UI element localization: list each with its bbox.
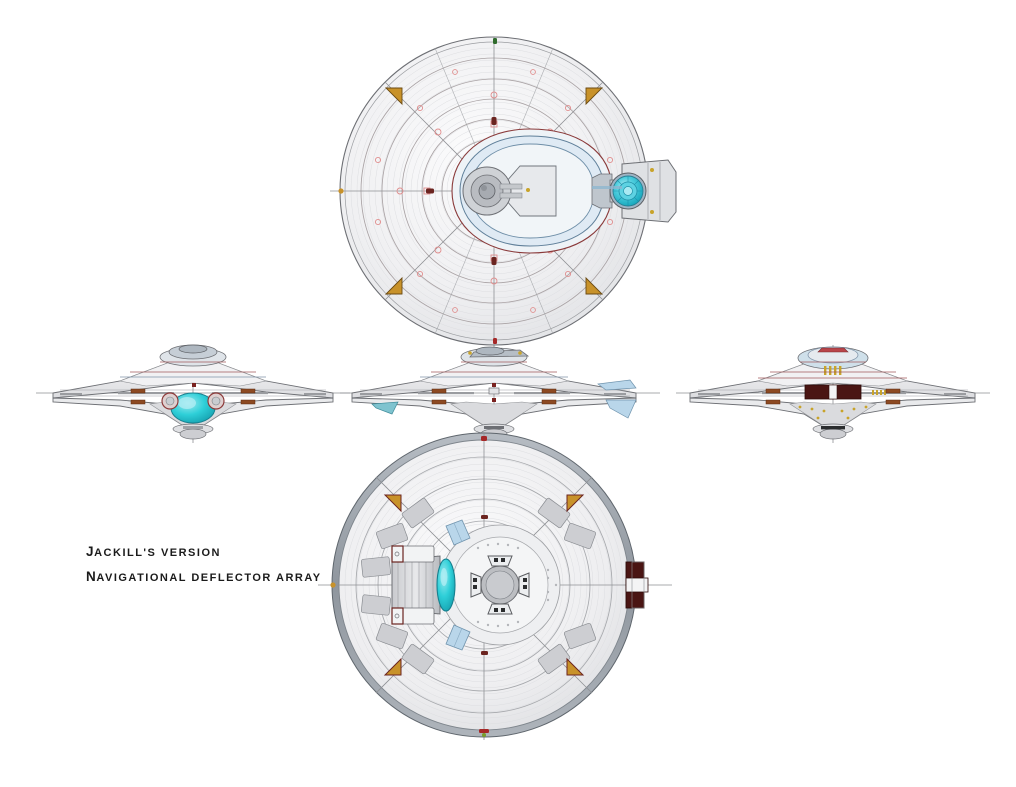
side-aft-pylons (371, 379, 637, 419)
side-wing-nubs (431, 383, 557, 405)
caption-title-lead: N (86, 569, 97, 584)
caption-version-rest: ACKILL'S VERSION (94, 547, 221, 559)
bottom-deflector-assembly (391, 545, 456, 625)
caption-title-rest: AVIGATIONAL DEFLECTOR ARRAY (96, 572, 322, 584)
bottom-axial-nubs (330, 436, 489, 737)
front-bridge-dome (159, 344, 227, 367)
bottom-hatch-panels (360, 497, 597, 675)
caption-title: NAVIGATIONAL DEFLECTOR ARRAY (86, 568, 322, 586)
top-corner-markers (384, 87, 604, 295)
view-front-elevation (52, 344, 334, 440)
rear-bridge-dome (797, 346, 869, 375)
view-bottom-plan (330, 432, 649, 738)
view-side-elevation (351, 346, 637, 440)
rear-ventral-pod (812, 423, 854, 440)
bottom-central-hub (470, 555, 530, 615)
caption-version-lead: J (86, 544, 95, 559)
bottom-corner-markers (383, 494, 585, 676)
rear-wing-nubs (765, 388, 901, 405)
top-bridge-module (451, 128, 614, 254)
front-ventral-pod (172, 423, 214, 440)
front-wing-nubs (130, 383, 256, 405)
bottom-inner-dots (476, 542, 558, 628)
front-window-strips (60, 371, 326, 397)
view-top-plan (338, 36, 677, 346)
front-deflector-dome (161, 392, 225, 424)
rear-ventral-lights (798, 405, 868, 420)
view-rear-elevation (689, 346, 976, 440)
caption-version: JACKILL'S VERSION (86, 543, 221, 561)
side-bridge-dome (460, 346, 530, 367)
top-axial-nubs (338, 38, 497, 344)
bottom-aft-module (625, 561, 649, 609)
rear-shuttlebay (804, 384, 862, 400)
top-deflector-emitter (591, 159, 677, 223)
